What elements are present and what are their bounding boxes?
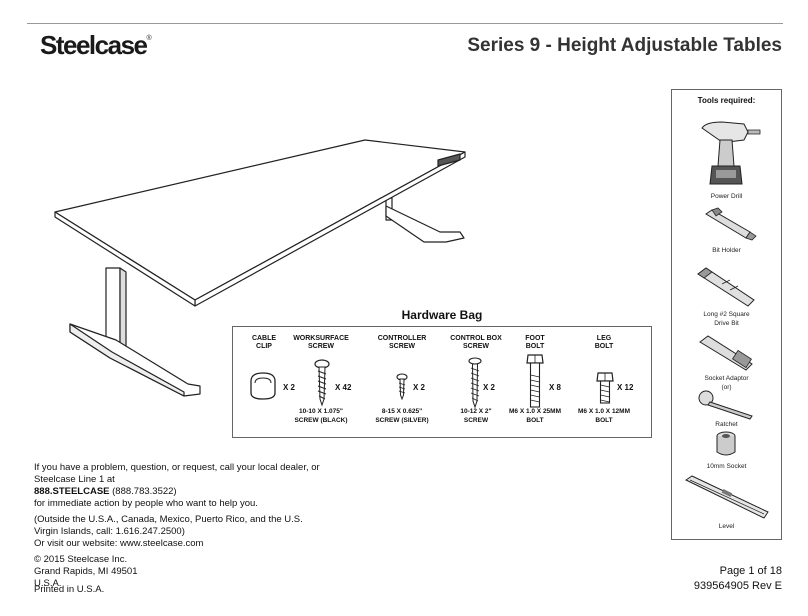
square-drive-bit-icon: [697, 267, 755, 307]
hardware-item-name: CONTROLLER SCREW: [377, 335, 427, 350]
hardware-item-name: CABLE CLIP: [251, 335, 277, 350]
tool-label: Level: [718, 523, 735, 530]
steelcase-logo: Steelcase®: [40, 30, 152, 60]
hardware-bag-panel: CABLE CLIP X 2 WORKSURFACE SCREW X 42 10…: [232, 326, 652, 438]
tool-label: Bit Holder: [712, 247, 741, 254]
contact-website: Or visit our website: www.steelcase.com: [34, 538, 204, 549]
tool-label: Ratchet: [715, 421, 738, 428]
ratchet-icon: [698, 390, 753, 420]
hardware-control-box-screw: CONTROL BOX SCREW: [443, 335, 509, 353]
socket-icon: [716, 431, 736, 456]
address-city: Grand Rapids, MI 49501: [34, 566, 138, 577]
hardware-qty: X 2: [483, 383, 496, 392]
contact-intro: If you have a problem, question, or requ…: [34, 462, 320, 485]
worksurface-screw-icon: [314, 359, 330, 407]
controller-screw-icon: [396, 373, 408, 401]
copyright: © 2015 Steelcase Inc.: [34, 554, 128, 565]
hardware-qty: X 2: [283, 383, 296, 392]
printed-in: Printed in U.S.A.: [34, 584, 105, 595]
hardware-spec: M6 X 1.0 X 12MM BOLT: [577, 408, 631, 424]
control-box-screw-icon: [468, 357, 482, 409]
power-drill-icon: [701, 121, 761, 185]
page-number: Page 1 of 18: [719, 565, 782, 577]
hardware-item-name: FOOT BOLT: [525, 335, 545, 350]
hardware-foot-bolt: FOOT BOLT: [503, 335, 567, 353]
desk-illustration-icon: [54, 139, 466, 397]
foot-bolt-icon: [526, 354, 544, 408]
tool-label: 10mm Socket: [706, 463, 747, 470]
tools-required-panel: Tools required: Power Drill Bit Holder L…: [671, 89, 782, 540]
hardware-spec: 10-10 X 1.075" SCREW (BLACK): [294, 408, 348, 424]
tool-label: Socket Adaptor (or): [704, 375, 749, 391]
bit-holder-icon: [705, 207, 757, 241]
hardware-leg-bolt: LEG BOLT: [571, 335, 637, 353]
contact-phone-alt: (888.783.3522): [109, 486, 177, 497]
tool-label: Power Drill: [710, 193, 743, 200]
contact-info: If you have a problem, question, or requ…: [34, 462, 324, 594]
hardware-spec: 8-15 X 0.625" SCREW (SILVER): [375, 408, 429, 424]
cable-clip-icon: [250, 372, 276, 400]
hardware-spec: M6 X 1.0 X 25MM BOLT: [508, 408, 562, 424]
hardware-qty: X 42: [335, 383, 352, 392]
hardware-item-name: LEG BOLT: [594, 335, 614, 350]
tools-required-title: Tools required:: [697, 96, 756, 105]
hardware-controller-screw: CONTROLLER SCREW: [367, 335, 437, 353]
hardware-qty: X 12: [617, 383, 634, 392]
tool-label: Long #2 Square Drive Bit: [703, 311, 750, 327]
hardware-qty: X 2: [413, 383, 426, 392]
address-country: U.S.A.: [34, 578, 62, 589]
top-rule: [27, 23, 783, 24]
level-icon: [684, 475, 769, 519]
socket-adaptor-icon: [699, 335, 753, 371]
hardware-spec: 10-12 X 2" SCREW: [460, 408, 492, 424]
contact-outside-us: (Outside the U.S.A., Canada, Mexico, Pue…: [34, 514, 303, 537]
hardware-worksurface-screw: WORKSURFACE SCREW: [291, 335, 351, 353]
hardware-item-name: WORKSURFACE SCREW: [293, 335, 349, 350]
hardware-cable-clip: CABLE CLIP: [241, 335, 287, 353]
hardware-qty: X 8: [549, 383, 562, 392]
page-title: Series 9 - Height Adjustable Tables: [467, 35, 782, 56]
contact-phone-main: 888.STEELCASE: [34, 486, 110, 497]
contact-help: for immediate action by people who want …: [34, 498, 258, 509]
hardware-item-name: CONTROL BOX SCREW: [450, 335, 502, 350]
hardware-bag-title: Hardware Bag: [401, 308, 483, 322]
document-number: 939564905 Rev E: [693, 580, 782, 592]
leg-bolt-icon: [596, 372, 614, 404]
